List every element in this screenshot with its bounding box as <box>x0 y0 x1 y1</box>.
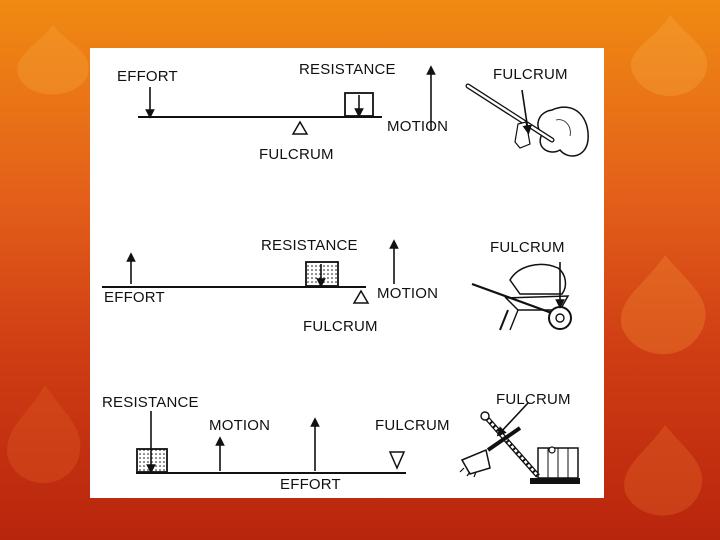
autumn-leaf-icon <box>624 425 703 516</box>
fulcrum-label: FULCRUM <box>493 66 568 83</box>
effort-label: EFFORT <box>117 68 178 85</box>
first-class-lever <box>138 65 436 135</box>
fulcrum-label: FULCRUM <box>375 417 450 434</box>
resistance-label: RESISTANCE <box>261 237 358 254</box>
crowbar-rock-illustration <box>465 83 589 157</box>
resistance-label: RESISTANCE <box>299 61 396 78</box>
effort-label: EFFORT <box>104 289 165 306</box>
fulcrum-triangle <box>352 289 370 304</box>
fulcrum-label: FULCRUM <box>490 239 565 256</box>
fulcrum-pointer-arrow <box>521 89 533 135</box>
lever-classes-diagram: EFFORT RESISTANCE FULCRUM MOTION FULCRUM… <box>90 48 604 498</box>
fulcrum-triangle <box>291 120 309 135</box>
third-class-lever <box>136 411 406 474</box>
resistance-weight <box>305 261 339 287</box>
autumn-leaf-icon <box>7 385 81 484</box>
lever-diagram-drawing <box>102 65 589 484</box>
motion-label: MOTION <box>387 118 449 135</box>
effort-label: EFFORT <box>280 476 341 493</box>
resistance-label: RESISTANCE <box>102 394 199 411</box>
autumn-leaf-icon <box>17 25 89 95</box>
resistance-weight <box>136 448 168 473</box>
second-class-lever <box>102 239 399 304</box>
autumn-leaf-icon <box>620 255 706 355</box>
fulcrum-pointer-arrow <box>496 402 529 437</box>
fulcrum-label: FULCRUM <box>496 391 571 408</box>
fulcrum-triangle <box>388 451 406 470</box>
power-shovel-illustration <box>459 402 580 484</box>
autumn-leaf-icon <box>630 15 708 97</box>
wheelbarrow-illustration <box>471 262 572 331</box>
fulcrum-label: FULCRUM <box>259 146 334 163</box>
motion-label: MOTION <box>209 417 271 434</box>
fulcrum-label: FULCRUM <box>303 318 378 335</box>
motion-label: MOTION <box>377 285 439 302</box>
